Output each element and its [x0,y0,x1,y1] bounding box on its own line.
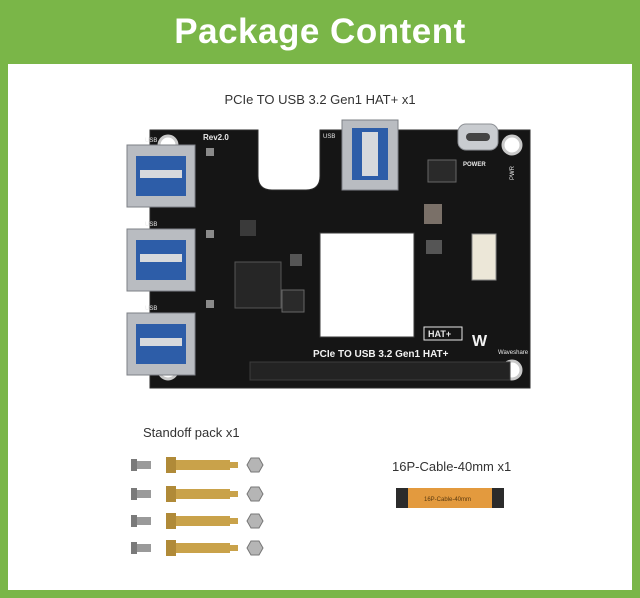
silkscreen-pwr: PWR [510,165,516,180]
usb-a-port-2 [126,228,196,292]
cable-print-text: 16P-Cable-40mm [424,497,471,503]
standoff-set-1 [131,457,264,473]
hat-board: Rev2.0 USB USB USB USB POWER PWR HAT+ PC… [126,119,531,389]
silkscreen-usb-top: USB [323,134,335,140]
standoff-set-3 [131,513,264,529]
cable-item-label: 16P-Cable-40mm x1 [392,459,512,474]
board-item-label: PCIe TO USB 3.2 Gen1 HAT+ x1 [224,92,416,107]
silkscreen-hat: HAT+ [428,329,451,339]
usb-a-port-3 [126,312,196,376]
silkscreen-title: PCIe TO USB 3.2 Gen1 HAT+ [313,349,449,360]
usb-a-port-top [341,119,399,191]
silkscreen-brand: Waveshare [498,350,529,356]
silkscreen-usb-1: USB [145,138,157,144]
waveshare-logo-icon: W [472,333,488,350]
standoff-set-4 [131,540,264,556]
standoff-set-2 [131,486,264,502]
silkscreen-power: POWER [463,162,486,168]
silkscreen-rev: Rev2.0 [203,133,229,142]
ffc-cable: 16P-Cable-40mm [396,488,504,508]
usb-a-port-1 [126,144,196,208]
standoff-pack [131,457,264,556]
ffc-connector [471,233,497,281]
controller-chip [234,261,282,309]
standoff-item-label: Standoff pack x1 [143,425,240,440]
gpio-header [249,361,511,381]
silkscreen-usb-3: USB [145,306,157,312]
page-title: Package Content [0,0,640,64]
silkscreen-usb-2: USB [145,222,157,228]
